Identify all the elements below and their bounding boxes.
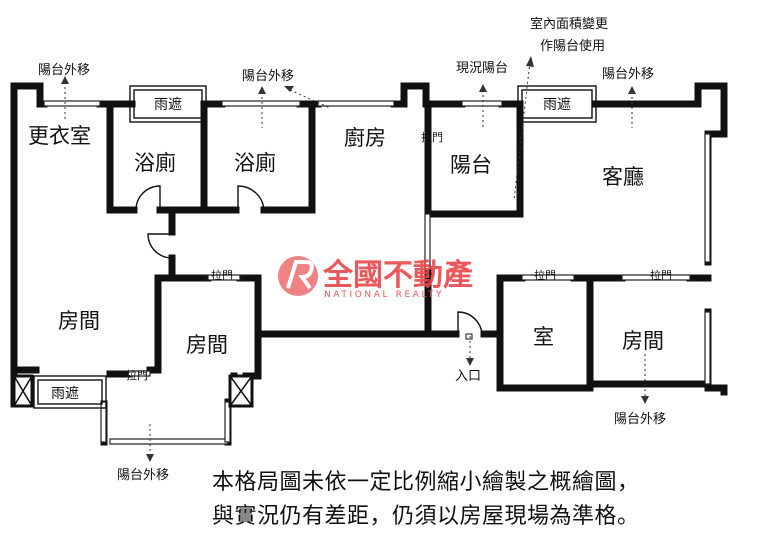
- room-living: 客廳: [602, 165, 644, 189]
- note-balcony-moved-2: 陽台外移: [242, 69, 294, 84]
- sliding-door-bottom-left: 拉門: [126, 368, 148, 382]
- note-current-balcony: 現況陽台: [456, 61, 508, 76]
- awnings: 雨遮 雨遮 雨遮: [33, 85, 597, 409]
- disclaimer: 本格局圖未依一定比例縮小繪製之概繪圖， 與實況仍有差距，仍須以房屋現場為準格。: [212, 466, 760, 534]
- doors: [127, 185, 691, 377]
- note-balcony-moved-4: 陽台外移: [614, 412, 666, 427]
- room-kitchen: 廚房: [344, 126, 386, 150]
- sliding-door-small-room: 拉門: [534, 268, 556, 282]
- windows: [43, 100, 711, 445]
- room-dressing: 更衣室: [28, 124, 91, 148]
- note-balcony-moved-1: 陽台外移: [38, 63, 90, 78]
- note-balcony-moved-3: 陽台外移: [602, 67, 654, 82]
- note-entrance: 入口: [455, 369, 481, 384]
- room-bedroom-right: 房間: [622, 329, 664, 353]
- note-interior-change-1: 室內面積變更: [530, 16, 608, 32]
- note-interior-change-2: 作陽台使用: [540, 38, 605, 54]
- sliding-door-bedroom-right: 拉門: [650, 268, 672, 282]
- logo-name-zh: 全國不動產: [322, 258, 473, 293]
- room-bedroom-center: 房間: [186, 333, 228, 357]
- logo-name-en: NATIONAL REALTY: [324, 290, 444, 300]
- disclaimer-line-2: 與實況仍有差距，仍須以房屋現場為準格。: [212, 504, 640, 529]
- duct-boxes: [12, 374, 254, 408]
- room-bath-1: 浴廁: [134, 151, 176, 175]
- sliding-door-balcony: 拉門: [421, 130, 443, 144]
- room-bedroom-left: 房間: [58, 309, 100, 333]
- awning-label-bottom-left: 雨遮: [51, 386, 79, 402]
- annotations: 陽台外移 陽台外移 現況陽台 室內面積變更 作陽台使用 陽台外移 陽台外移 陽台…: [38, 16, 672, 483]
- room-labels: 更衣室 浴廁 浴廁 廚房 陽台 客廳 房間 房間 室 房間: [28, 124, 664, 357]
- room-bath-2: 浴廁: [234, 151, 276, 175]
- disclaimer-line-1: 本格局圖未依一定比例縮小繪製之概繪圖，: [212, 470, 640, 495]
- move-indicators: [61, 56, 649, 462]
- awning-label-top-right: 雨遮: [543, 97, 571, 113]
- note-balcony-moved-5: 陽台外移: [117, 468, 169, 483]
- sliding-door-bedroom-center: 拉門: [211, 268, 233, 282]
- company-logo: 全國不動產 NATIONAL REALTY: [278, 256, 473, 300]
- interior-walls: [106, 100, 712, 392]
- awning-label-top-left: 雨遮: [154, 97, 182, 113]
- room-balcony: 陽台: [450, 153, 492, 177]
- room-small: 室: [533, 325, 554, 349]
